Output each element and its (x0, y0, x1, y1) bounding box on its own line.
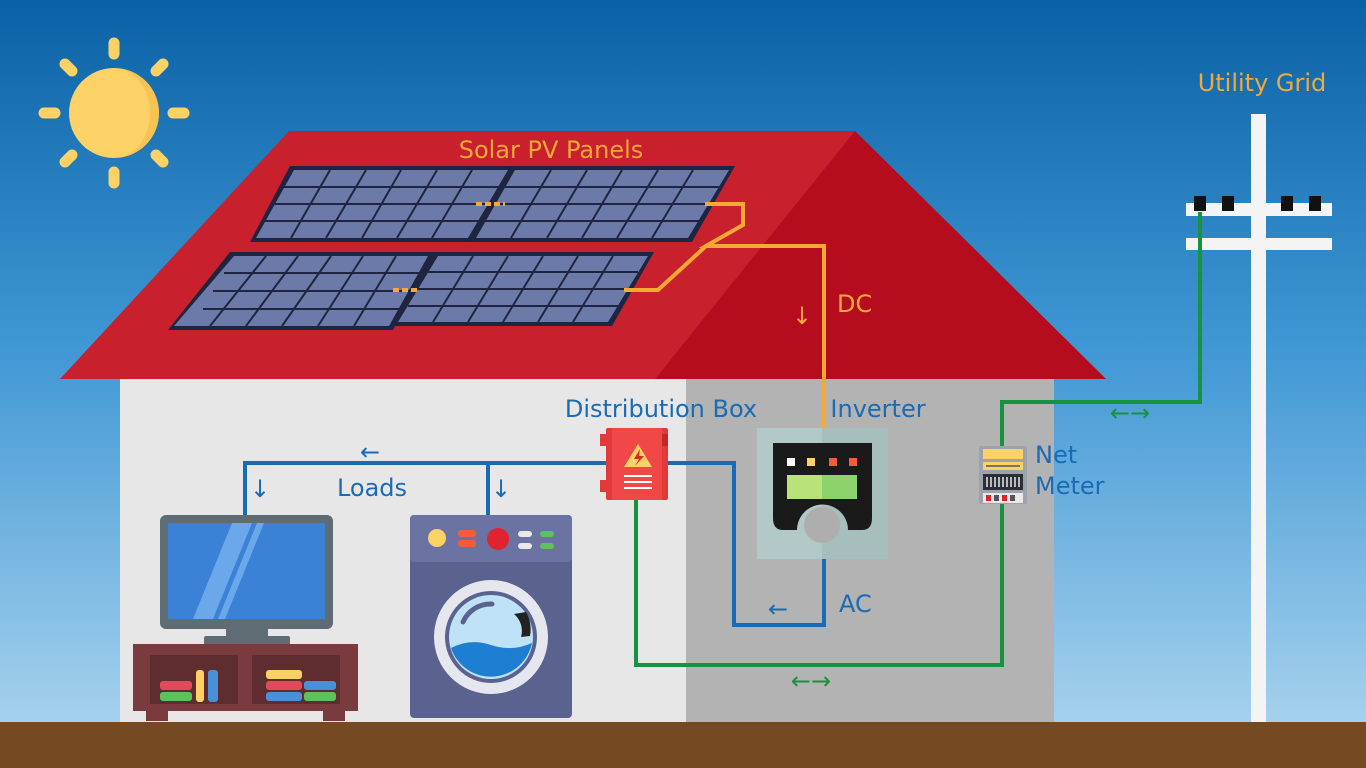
grid-wiring (634, 212, 1202, 667)
dc-wire-panels (624, 244, 708, 292)
solar-panel-icon (250, 166, 514, 242)
grid-arrows: ←→ (1110, 399, 1150, 427)
dc-label: DC (837, 290, 872, 318)
solar-panel-icon (470, 166, 735, 242)
dc-arrow: ↓ (792, 302, 812, 330)
meter-arrows: ←→ (791, 667, 831, 695)
solar-panel-icon (392, 252, 654, 326)
solar-panels-label: Solar PV Panels (459, 136, 644, 164)
inverter-icon (757, 428, 888, 559)
ac-wire (668, 461, 826, 627)
solar-panel-icon (168, 252, 434, 330)
inverter-label: Inverter (830, 395, 925, 423)
sun-icon (38, 37, 190, 189)
utility-grid-label: Utility Grid (1198, 69, 1327, 97)
tv-icon (160, 515, 333, 645)
distribution-box-icon (600, 428, 668, 500)
ac-label: AC (839, 590, 872, 618)
loads-label: Loads (337, 474, 407, 502)
net-meter-icon (979, 446, 1027, 504)
net-meter-label-line1: Net (1035, 441, 1077, 469)
washing-machine-icon (410, 515, 572, 718)
net-meter-label-line2: Meter (1035, 472, 1105, 500)
ground (0, 722, 1366, 768)
solar-panels (168, 166, 735, 330)
loads-arrow: ← (360, 438, 380, 466)
distribution-box-label: Distribution Box (565, 395, 757, 423)
washer-arrow: ↓ (491, 475, 511, 503)
utility-pole-icon (1186, 114, 1332, 724)
loads-wiring (243, 461, 606, 518)
dc-wire (698, 202, 826, 430)
tv-arrow: ↓ (250, 475, 270, 503)
ac-arrow: ← (768, 595, 788, 623)
tv-cabinet-icon (133, 644, 358, 721)
